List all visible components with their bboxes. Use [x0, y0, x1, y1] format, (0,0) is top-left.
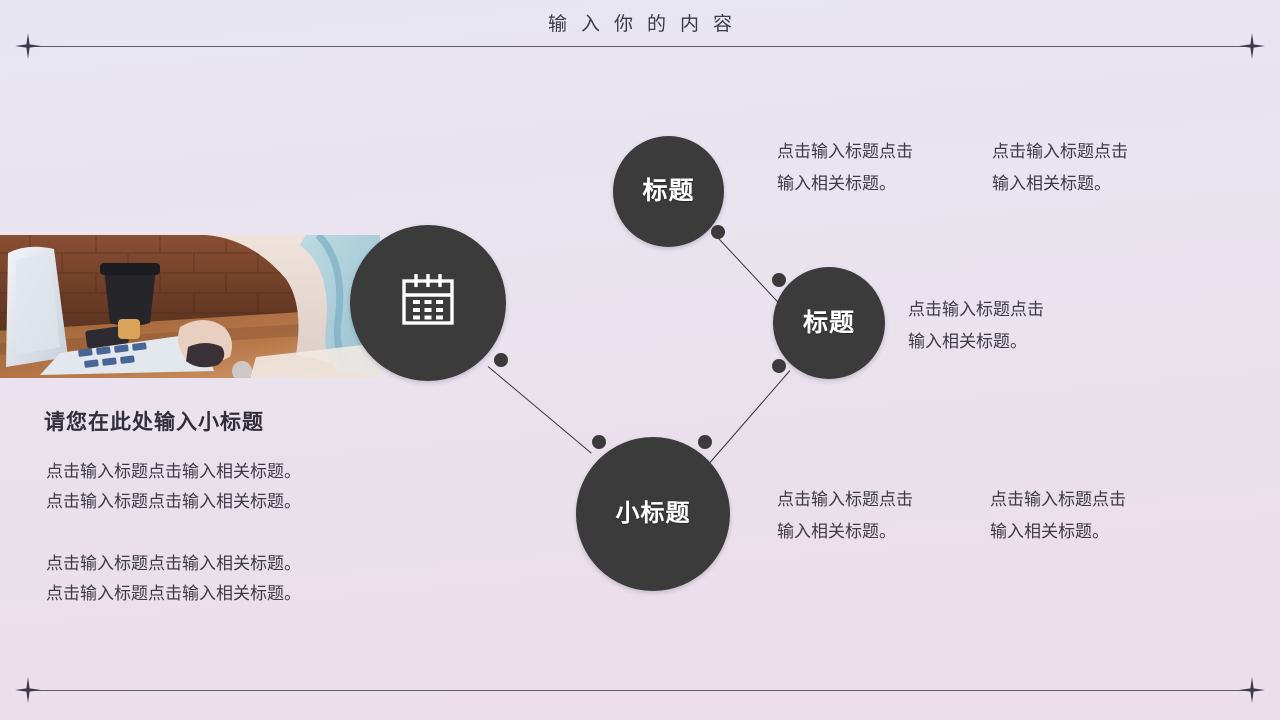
- sparkle-icon: [1239, 33, 1265, 59]
- connector-nub: [772, 359, 786, 373]
- text-line: 输入相关标题。: [992, 174, 1111, 193]
- text-line: 输入相关标题。: [777, 174, 896, 193]
- page-title: 输入你的内容: [547, 14, 746, 35]
- connector-line: [487, 366, 592, 454]
- paragraph-line: 点击输入标题点击输入相关标题。: [46, 584, 301, 603]
- node-top-label: 标题: [642, 177, 695, 205]
- connector-nub: [772, 273, 786, 287]
- text-line: 点击输入标题点击: [908, 300, 1044, 319]
- left-paragraph-1: 点击输入标题点击输入相关标题。 点击输入标题点击输入相关标题。: [46, 457, 301, 517]
- calendar-icon: [397, 270, 459, 337]
- text-line: 点击输入标题点击: [990, 490, 1126, 509]
- connector-nub: [698, 435, 712, 449]
- sparkle-icon: [15, 677, 41, 703]
- desk-photo: [0, 235, 380, 378]
- node-mid[interactable]: 标题: [772, 267, 885, 379]
- connector-nub: [592, 435, 606, 449]
- footer-divider: [28, 690, 1252, 691]
- node-bottom-label: 小标题: [615, 500, 691, 527]
- text-line: 点击输入标题点击: [992, 142, 1128, 161]
- left-paragraph-2: 点击输入标题点击输入相关标题。 点击输入标题点击输入相关标题。: [46, 549, 301, 609]
- top-text-block-1: 点击输入标题点击 输入相关标题。: [777, 136, 913, 200]
- calendar-node[interactable]: [350, 225, 508, 381]
- connector-nub: [494, 353, 508, 367]
- node-top[interactable]: 标题: [613, 136, 725, 247]
- bottom-text-block-2: 点击输入标题点击 输入相关标题。: [990, 484, 1126, 548]
- mid-text-block-1: 点击输入标题点击 输入相关标题。: [908, 294, 1044, 358]
- sparkle-icon: [1239, 677, 1265, 703]
- connector-line: [712, 232, 783, 308]
- node-mid-label: 标题: [802, 308, 855, 337]
- connector-nub: [711, 225, 725, 239]
- node-bottom[interactable]: 小标题: [576, 435, 730, 591]
- header-divider: [28, 46, 1252, 47]
- text-line: 输入相关标题。: [990, 522, 1109, 541]
- text-line: 输入相关标题。: [777, 522, 896, 541]
- sparkle-icon: [15, 33, 41, 59]
- bottom-text-block-1: 点击输入标题点击 输入相关标题。: [777, 484, 913, 548]
- text-line: 输入相关标题。: [908, 332, 1027, 351]
- connector-line: [701, 370, 791, 473]
- paragraph-line: 点击输入标题点击输入相关标题。: [46, 462, 301, 481]
- top-text-block-2: 点击输入标题点击 输入相关标题。: [992, 136, 1128, 200]
- text-line: 点击输入标题点击: [777, 142, 913, 161]
- text-line: 点击输入标题点击: [777, 490, 913, 509]
- paragraph-line: 点击输入标题点击输入相关标题。: [46, 492, 301, 511]
- paragraph-line: 点击输入标题点击输入相关标题。: [46, 554, 301, 573]
- left-heading: 请您在此处输入小标题: [44, 411, 264, 434]
